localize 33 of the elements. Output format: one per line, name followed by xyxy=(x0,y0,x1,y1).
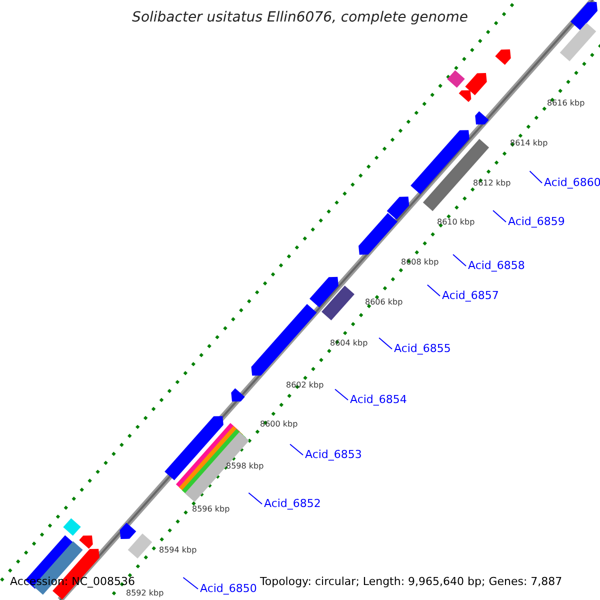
scale-label: 8610 kbp xyxy=(437,218,475,228)
scale-label: 8608 kbp xyxy=(401,258,439,268)
leader-line xyxy=(248,492,262,504)
scale-label: 8604 kbp xyxy=(330,340,368,348)
gene-label: Acid_6855 xyxy=(394,342,451,356)
leader-line xyxy=(492,210,506,222)
gene-label: Acid_6852 xyxy=(264,498,321,510)
leader-line xyxy=(529,170,542,184)
leader-line xyxy=(452,254,466,266)
gene-label: Acid_6853 xyxy=(305,448,362,462)
gene-label: Acid_6858 xyxy=(468,260,525,272)
scale-label: 8598 kbp xyxy=(226,462,264,472)
leader-line xyxy=(334,388,348,400)
scale-label: 8592 kbp xyxy=(126,590,164,598)
scale-label: 8594 kbp xyxy=(159,546,197,556)
scale-label: 8612 kbp xyxy=(473,180,511,188)
scale-label: 8602 kbp xyxy=(286,382,324,390)
leader-line xyxy=(290,444,304,456)
leader-line xyxy=(426,284,440,296)
genome-info-text: Topology: circular; Length: 9,965,640 bp; Genes: 7,887 xyxy=(260,576,562,588)
gene-label: Acid_6854 xyxy=(350,394,407,406)
scale-label: 8596 kbp xyxy=(192,506,230,514)
gene-label: Acid_6850 xyxy=(200,582,257,596)
scale-label: 8606 kbp xyxy=(365,298,403,308)
scale-label: 8600 kbp xyxy=(260,420,298,430)
gene-label: Acid_6857 xyxy=(442,290,499,302)
leader-line xyxy=(378,337,392,350)
scale-label: 8616 kbp xyxy=(547,100,585,108)
map-title: Solibacter usitatus Ellin6076, complete genome xyxy=(132,10,468,26)
gene-label: Acid_6860 xyxy=(544,176,600,190)
gene-label: Acid_6859 xyxy=(508,216,565,228)
leader-line xyxy=(182,576,198,590)
scale-label: 8614 kbp xyxy=(510,140,548,148)
